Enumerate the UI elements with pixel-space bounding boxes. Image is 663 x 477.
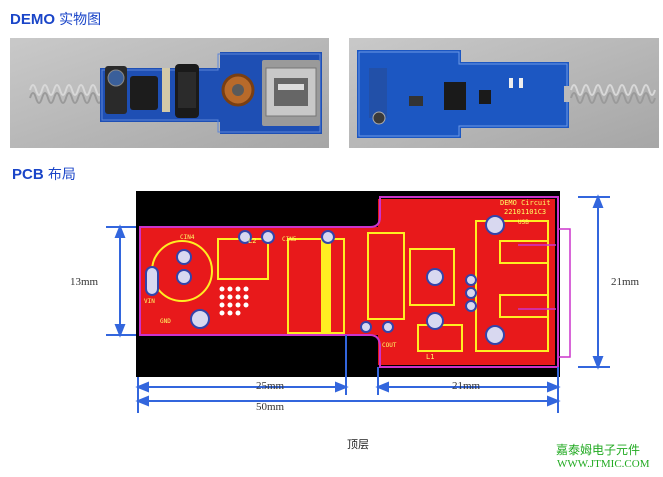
pcb-layout-heading: PCB 布局 xyxy=(12,164,76,184)
dim-height-right: 21mm xyxy=(611,276,640,288)
spring-icon xyxy=(570,84,656,104)
dim-total: 50mm xyxy=(256,401,285,413)
pcb-cin4-label: CIN4 xyxy=(180,234,195,241)
pcb-title-line2: 22101101C3 xyxy=(504,208,546,216)
board-photo-bottom xyxy=(349,38,659,148)
demo-heading-cn: 实物图 xyxy=(59,12,102,28)
brand-name: 嘉泰姆电子元件 xyxy=(556,443,641,457)
brand-url: WWW.JTMIC.COM xyxy=(557,458,650,470)
caption-top-layer: 顶层 xyxy=(347,438,369,451)
pcb-l2-label: L2 xyxy=(248,237,256,245)
dim-height-left: 13mm xyxy=(70,276,99,288)
board-photo-top xyxy=(10,38,329,148)
pcb-heading-cn: 布局 xyxy=(47,167,76,183)
pcb-l1-label: L1 xyxy=(426,353,434,361)
demo-photo-heading: DEMO 实物图 xyxy=(10,9,101,29)
pcb-gnd-label: GND xyxy=(160,318,171,325)
pcb-layout-drawing: DEMO Circuit 22101101C3 USB CIN4 CIN5 L2… xyxy=(106,191,610,413)
dim-bottom-left: 25mm xyxy=(256,380,285,392)
pcb-cout-label: COUT xyxy=(382,342,397,349)
pcb-heading-latin: PCB xyxy=(12,166,44,183)
dim-bottom-right: 21mm xyxy=(452,380,481,392)
demo-heading-latin: DEMO xyxy=(10,11,55,28)
pcb-usb-label: USB xyxy=(518,219,529,226)
board-photo-bottom-drawing xyxy=(349,38,659,148)
spring-icon xyxy=(29,84,103,104)
pcb-vin-label: VIN xyxy=(144,298,155,305)
pcb-layout: DEMO Circuit 22101101C3 USB CIN4 CIN5 L2… xyxy=(100,185,620,415)
pcb-cin5-label: CIN5 xyxy=(282,236,297,243)
pcb-title-line1: DEMO Circuit xyxy=(500,199,551,207)
board-photo-top-drawing xyxy=(10,38,329,148)
